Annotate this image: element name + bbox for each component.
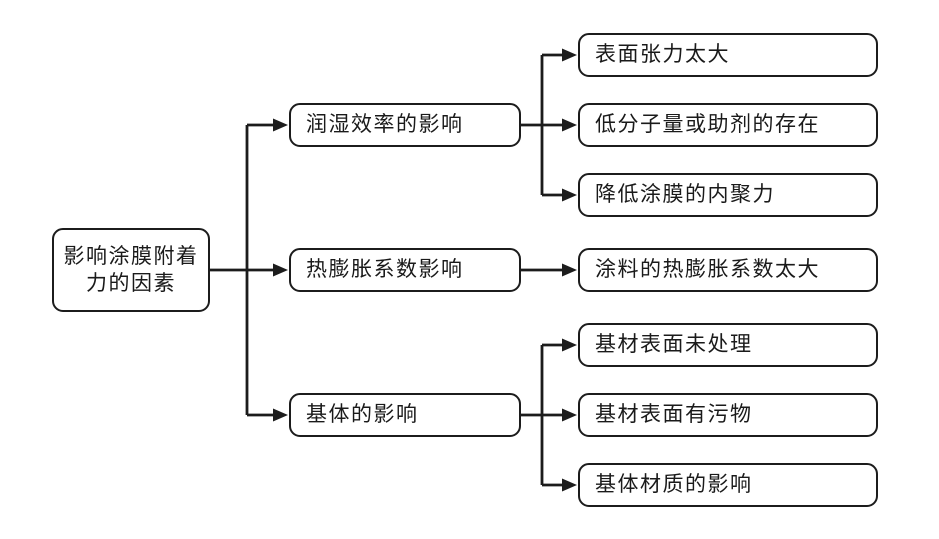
node-label: 基体材质的影响 [595,473,753,497]
node-leaf-coating-expansion-too-large: 涂料的热膨胀系数太大 [578,248,878,292]
node-root-line2: 力的因素 [86,272,176,295]
node-label: 基材表面有污物 [595,403,753,427]
node-label: 基材表面未处理 [595,333,753,357]
node-label: 表面张力太大 [595,43,730,67]
node-label: 热膨胀系数影响 [306,258,464,282]
node-leaf-reduced-cohesion: 降低涂膜的内聚力 [578,173,878,217]
node-root: 影响涂膜附着 力的因素 [52,228,210,312]
node-leaf-substrate-untreated: 基材表面未处理 [578,323,878,367]
node-leaf-substrate-material: 基体材质的影响 [578,463,878,507]
node-label: 涂料的热膨胀系数太大 [595,258,820,282]
node-label: 基体的影响 [306,403,419,427]
node-root-line1: 影响涂膜附着 [63,244,199,268]
node-leaf-low-molecular-weight: 低分子量或助剂的存在 [578,103,878,147]
node-label: 降低涂膜的内聚力 [595,183,775,207]
node-branch-thermal-expansion: 热膨胀系数影响 [289,248,521,292]
node-leaf-substrate-contaminated: 基材表面有污物 [578,393,878,437]
node-branch-substrate: 基体的影响 [289,393,521,437]
node-leaf-surface-tension: 表面张力太大 [578,33,878,77]
node-branch-wetting-efficiency: 润湿效率的影响 [289,103,521,147]
node-label: 润湿效率的影响 [306,113,464,137]
node-label: 低分子量或助剂的存在 [595,113,820,137]
